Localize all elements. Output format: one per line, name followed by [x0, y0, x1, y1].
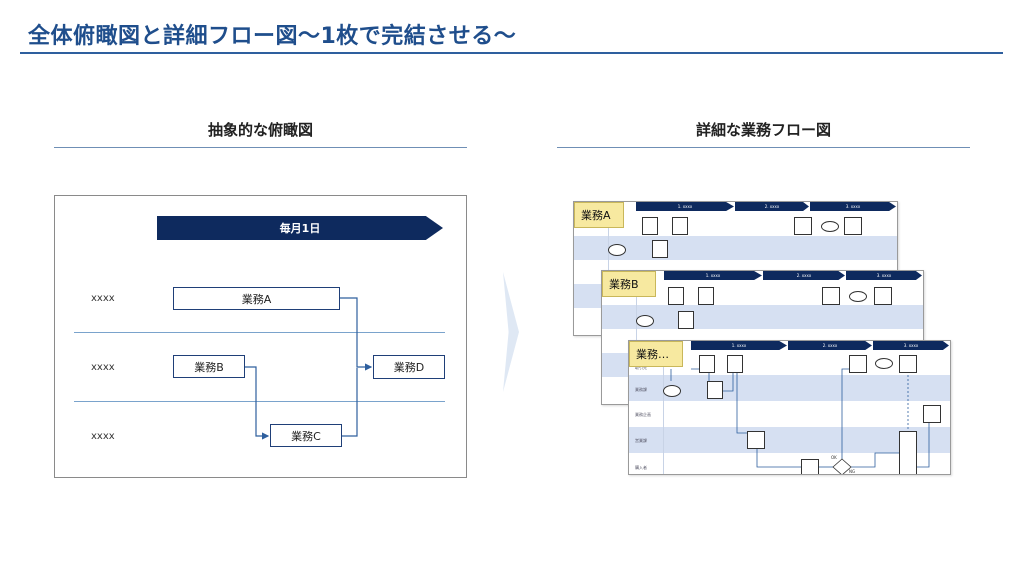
phase-label: 3. xxxx [810, 202, 896, 211]
right-section-heading: 詳細な業務フロー図 [695, 121, 831, 139]
lane-label: 購入者 [635, 465, 647, 470]
lane-label-3: xxxx [91, 431, 115, 442]
lane-divider [74, 401, 445, 402]
lane-label: 取引先 [635, 365, 647, 370]
title-underline [20, 52, 1003, 54]
task-box-b: 業務B [173, 355, 245, 378]
lane-label-1: xxxx [91, 293, 115, 304]
decision-ng-label: NG [849, 469, 855, 474]
task-box-c: 業務C [270, 424, 342, 447]
flow-sheet-tag: 業務… [629, 341, 683, 367]
left-section-rule [54, 147, 467, 148]
phase-label: 2. xxxx [735, 202, 809, 211]
phase-label: 3. xxxx [846, 271, 922, 280]
right-section-rule [557, 147, 970, 148]
flow-sheet-tag: 業務B [602, 271, 656, 297]
lane-divider [74, 332, 445, 333]
flow-sheet-tag: 業務A [574, 202, 624, 228]
lane-label: 営業課 [635, 438, 647, 443]
overview-timing-banner: 毎月1日 [157, 216, 443, 240]
task-box-a: 業務A [173, 287, 340, 310]
phase-label: 1. xxxx [664, 271, 762, 280]
page-title: 全体俯瞰図と詳細フロー図～1枚で完結させる～ [28, 24, 517, 49]
lane-label: 業務企画 [635, 412, 651, 417]
detail-flow-connectors: OK NG [670, 368, 930, 474]
flow-sheet-3: 取引先 業務課 業務企画 営業課 購入者 1. xxxx 2. xxxx 3. … [628, 340, 951, 475]
task-box-d: 業務D [373, 355, 445, 379]
lane-label-2: xxxx [91, 362, 115, 373]
phase-label: 1. xxxx [691, 341, 787, 350]
phase-label: 2. xxxx [763, 271, 845, 280]
decision-ok-label: OK [831, 455, 837, 460]
left-section-heading: 抽象的な俯瞰図 [207, 121, 313, 139]
phase-label: 3. xxxx [873, 341, 949, 350]
overview-diagram-frame [54, 195, 467, 478]
phase-label: 1. xxxx [636, 202, 734, 211]
lane-label: 業務課 [635, 387, 647, 392]
phase-label: 2. xxxx [788, 341, 872, 350]
